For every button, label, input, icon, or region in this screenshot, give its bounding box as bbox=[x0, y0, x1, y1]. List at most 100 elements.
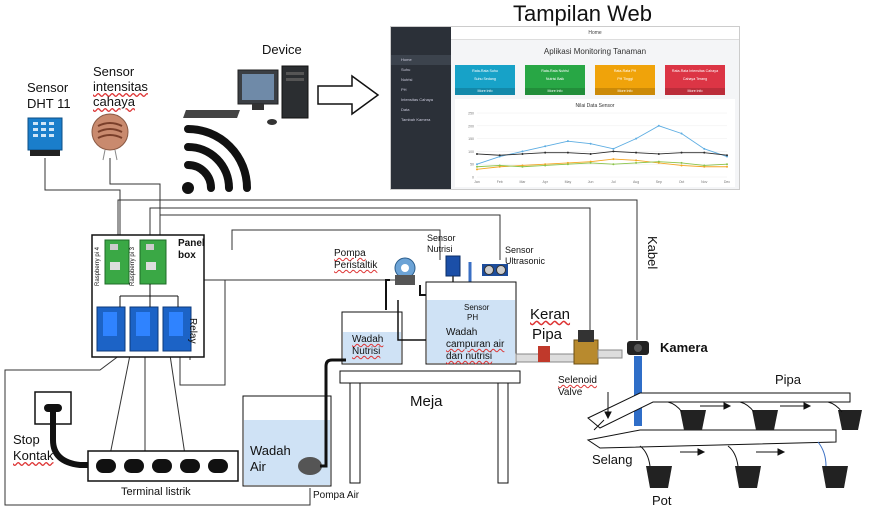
chart-x-tick-label: Jul bbox=[611, 180, 616, 184]
card-more-info[interactable]: More info bbox=[525, 88, 585, 95]
water-container-label-2: Air bbox=[250, 459, 266, 474]
card-more-info[interactable]: More info bbox=[595, 88, 655, 95]
camera bbox=[627, 341, 649, 426]
card-title: Rata-Rata Intensitas Cahaya bbox=[671, 69, 719, 73]
outlet-pipe bbox=[515, 346, 581, 363]
ph-label-2: PH bbox=[467, 313, 479, 322]
kabel-label: Kabel bbox=[645, 236, 660, 270]
chart-point bbox=[566, 151, 569, 154]
mix-label-1: Wadah bbox=[446, 327, 478, 338]
chart-point bbox=[703, 151, 706, 154]
chart-point bbox=[476, 152, 478, 155]
chart-point bbox=[589, 142, 592, 145]
chart-point bbox=[657, 152, 660, 155]
card-subtitle: PH Tinggi bbox=[617, 77, 633, 81]
chart-point bbox=[703, 164, 706, 167]
dashboard-sidebar-item[interactable]: PH bbox=[401, 87, 407, 92]
dht11-sensor bbox=[27, 117, 63, 156]
nutrient-sensor-label-1: Sensor bbox=[427, 233, 456, 243]
chart-point bbox=[703, 147, 706, 150]
chart-x-tick-label: May bbox=[565, 180, 572, 184]
chart-point bbox=[521, 152, 524, 155]
stop-contact-label-2: Kontak bbox=[13, 448, 54, 463]
card-subtitle: Nutrisi Baik bbox=[545, 77, 565, 81]
chart-point bbox=[498, 164, 501, 167]
nutrient-sensor-label-2: Nutrisi bbox=[427, 244, 453, 254]
light-label-3: cahaya bbox=[93, 94, 135, 109]
computer-icon bbox=[183, 65, 309, 125]
chart-x-tick-label: Feb bbox=[497, 180, 503, 184]
dashboard-sidebar-item[interactable]: Tambah Kamera bbox=[401, 117, 431, 122]
card-more-info[interactable]: More info bbox=[455, 88, 515, 95]
chart-y-tick-label: 50 bbox=[470, 163, 474, 167]
chart-point bbox=[476, 163, 478, 166]
chart-point bbox=[566, 163, 569, 166]
dashboard-breadcrumb: Home bbox=[451, 27, 739, 40]
chart-x-tick-label: Nov bbox=[701, 180, 707, 184]
chart-point bbox=[544, 151, 547, 154]
nutrient-container-label-2: Nutrisi bbox=[352, 346, 381, 357]
selenoid-label-2: Valve bbox=[558, 387, 583, 398]
wifi-icon bbox=[182, 125, 251, 194]
chart-x-tick-label: Sep bbox=[656, 180, 662, 184]
dashboard-sidebar-item[interactable]: Data bbox=[401, 107, 410, 112]
chart-point bbox=[680, 151, 683, 154]
chart-y-tick-label: 100 bbox=[468, 150, 474, 154]
chart-point bbox=[612, 147, 615, 150]
chart-point bbox=[726, 163, 728, 166]
nutrient-container bbox=[341, 311, 403, 365]
table bbox=[339, 370, 521, 484]
dashboard-sidebar-item[interactable]: Nutrisi bbox=[401, 77, 413, 82]
water-pump-label: Pompa Air bbox=[313, 490, 360, 501]
light-sensor bbox=[91, 113, 129, 161]
peristaltic-pump bbox=[385, 257, 440, 310]
chart-point bbox=[612, 150, 615, 153]
chart-x-tick-label: Jan bbox=[474, 180, 480, 184]
card-subtitle: Suhu Sedang bbox=[474, 77, 496, 81]
chart-x-tick-label: Apr bbox=[542, 180, 548, 184]
water-container bbox=[242, 358, 346, 487]
dashboard-sidebar-item[interactable]: Home bbox=[391, 55, 451, 65]
chart-point bbox=[680, 164, 683, 167]
chart-point bbox=[680, 161, 683, 164]
chart-x-tick-label: Jun bbox=[588, 180, 594, 184]
card-title: Rata-Rata Nutrisi bbox=[541, 69, 569, 73]
flow-arrows bbox=[593, 392, 812, 456]
stop-contact bbox=[34, 391, 92, 468]
card-more-info[interactable]: More info bbox=[665, 88, 725, 95]
dht-label-2: DHT 11 bbox=[27, 96, 71, 111]
chart-series-line bbox=[476, 150, 728, 156]
chart-point bbox=[726, 165, 728, 168]
ultrasonic-label-1: Sensor bbox=[505, 245, 534, 255]
chart-point bbox=[612, 158, 615, 161]
mix-label-3: dan nutrisi bbox=[446, 351, 493, 362]
raspberry-pi-4 bbox=[104, 239, 130, 285]
pipe-rail bbox=[586, 392, 851, 449]
dashboard-sidebar-item[interactable]: Suhu bbox=[401, 67, 411, 72]
dashboard-sidebar-item[interactable]: Intensitas Cahaya bbox=[401, 97, 434, 102]
chart-point bbox=[476, 168, 478, 171]
panel-box-label: Panel box bbox=[178, 238, 205, 261]
arrow-to-web-icon bbox=[317, 74, 380, 116]
pipa-label: Pipa bbox=[775, 372, 802, 387]
chart-x-tick-label: Dec bbox=[724, 180, 730, 184]
chart-point bbox=[521, 165, 524, 168]
light-label-1: Sensor bbox=[93, 64, 135, 79]
peristaltic-label-1: Pompa bbox=[334, 248, 366, 259]
chart-y-tick-label: 150 bbox=[468, 137, 474, 141]
page-title: Tampilan Web bbox=[513, 1, 652, 26]
selang-label: Selang bbox=[592, 452, 633, 467]
chart-series-line bbox=[476, 125, 728, 165]
hoses bbox=[639, 401, 843, 467]
peristaltic-label-2: Peristaltik bbox=[334, 260, 378, 271]
chart-x-tick-label: Aug bbox=[633, 180, 639, 184]
ultrasonic-sensor bbox=[482, 264, 508, 276]
